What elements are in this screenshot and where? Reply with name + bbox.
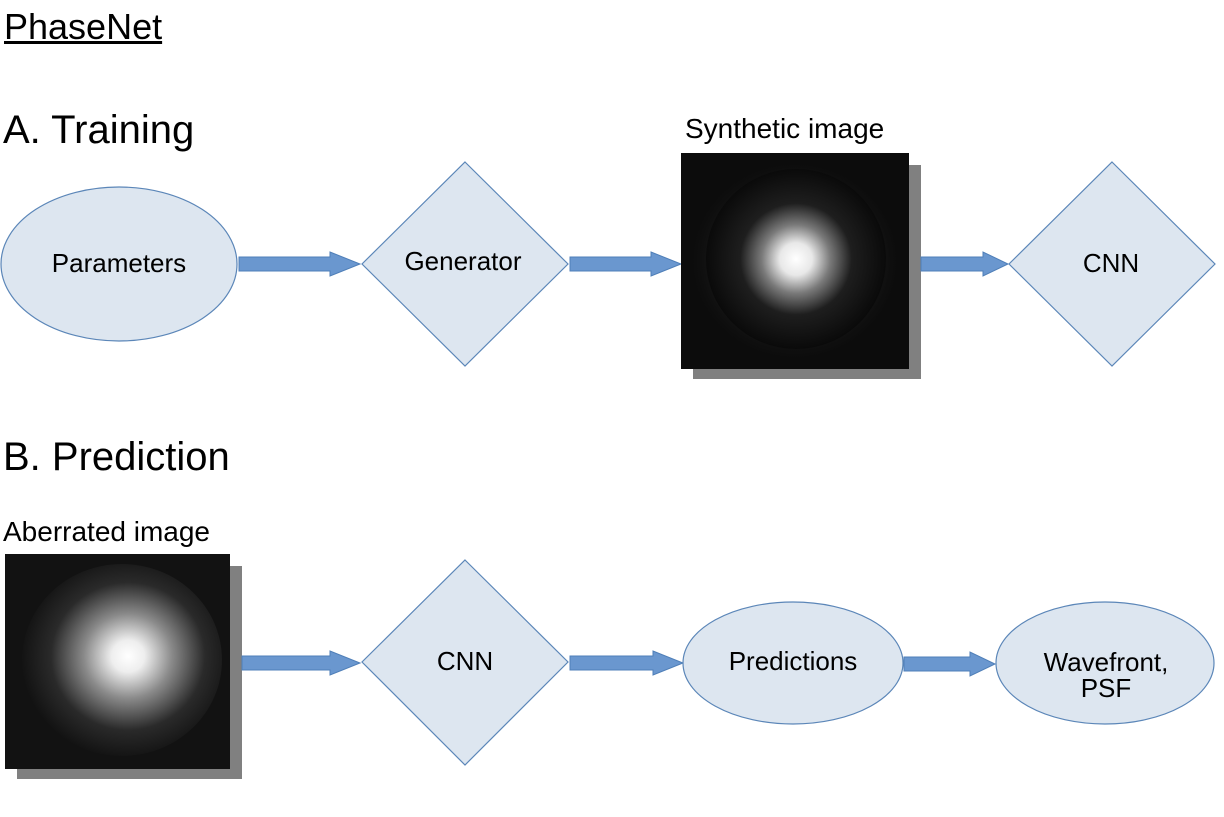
section-heading-prediction: B. Prediction <box>3 435 230 479</box>
training-cnn-node: CNN <box>1008 161 1216 367</box>
wavefront-psf-node: Wavefront, PSF <box>995 601 1215 725</box>
training-cnn-label: CNN <box>1083 248 1139 278</box>
arrow-predictions-to-wavefront <box>903 651 997 677</box>
arrow-image-to-cnn-prediction <box>241 650 362 676</box>
generator-label: Generator <box>404 246 521 276</box>
synthetic-image-caption: Synthetic image <box>685 113 885 144</box>
training-parameters-node: Parameters <box>0 186 238 342</box>
arrow-parameters-to-generator <box>238 251 362 277</box>
prediction-cnn-label: CNN <box>437 646 493 676</box>
predictions-node: Predictions <box>682 601 904 725</box>
training-generator-node: Generator <box>361 161 569 367</box>
aberrated-image <box>5 554 242 779</box>
aberrated-image-caption: Aberrated image <box>3 516 211 547</box>
predictions-label: Predictions <box>729 646 858 676</box>
arrow-image-to-cnn <box>920 251 1010 277</box>
psf-label: PSF <box>1081 673 1132 703</box>
arrow-generator-to-image <box>569 251 683 277</box>
section-heading-training: A. Training <box>3 108 195 152</box>
arrow-cnn-to-predictions <box>569 650 685 676</box>
page-title: PhaseNet <box>4 6 163 47</box>
wavefront-label: Wavefront, <box>1044 647 1169 677</box>
prediction-cnn-node: CNN <box>361 559 569 766</box>
parameters-label: Parameters <box>52 248 186 278</box>
synthetic-image <box>681 153 921 379</box>
